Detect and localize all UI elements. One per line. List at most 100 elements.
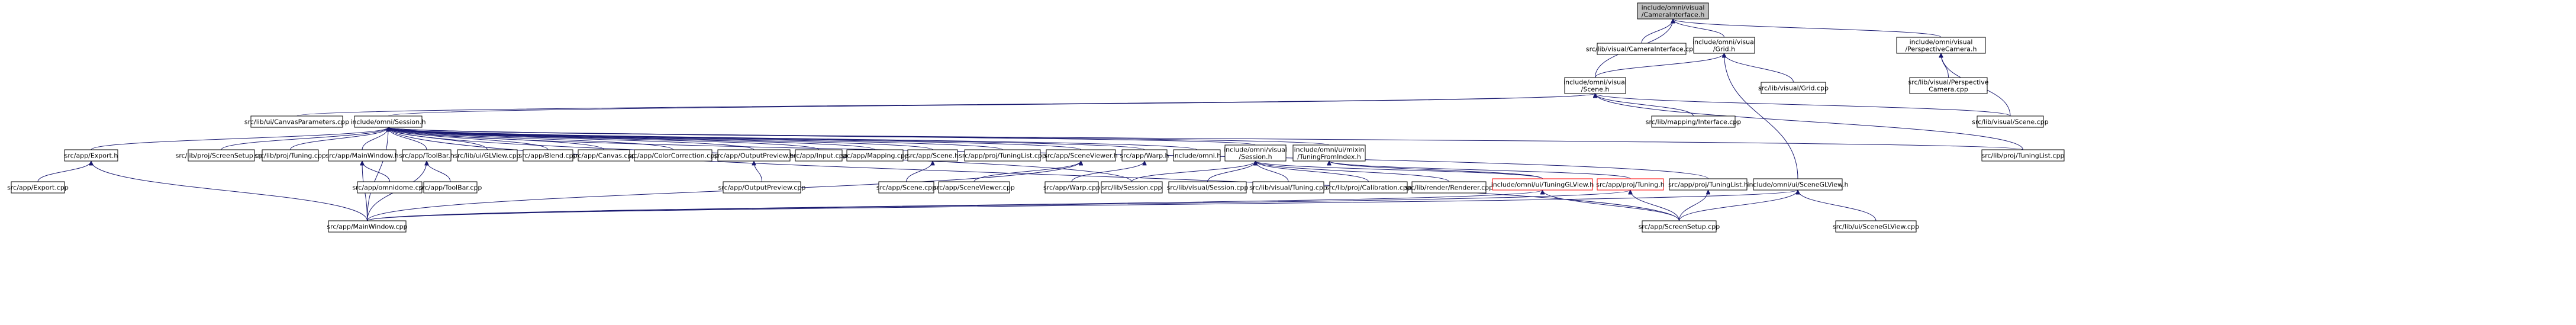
edge-screen_setup_cpp_app-to-session_h <box>388 127 1679 221</box>
node-visual-tuning-cpp[interactable]: src/lib/visual/Tuning.cpp <box>1249 181 1327 194</box>
node-session-h[interactable]: include/omni/Session.h <box>350 115 426 128</box>
node-label: src/lib/mapping/Interface.cpp <box>1646 118 1741 126</box>
edge-app_scene_cpp-to-app_scene_h <box>906 161 933 182</box>
node-app-scene-cpp[interactable]: src/app/Scene.cpp <box>876 181 936 194</box>
node-color-correction-cpp[interactable]: src/app/ColorCorrection.cpp <box>628 149 718 162</box>
node-calibration-cpp[interactable]: src/lib/proj/Calibration.cpp <box>1326 181 1411 194</box>
node-toolbar-h[interactable]: src/app/ToolBar.h <box>399 149 454 162</box>
node-box <box>795 149 843 162</box>
node-label: src/lib/proj/Tuning.cpp <box>254 152 326 160</box>
graph-nodes: include/omni/visual/CameraInterface.h src… <box>7 2 2065 233</box>
edge-main_window_cpp-to-app_tuning_h <box>367 190 1631 221</box>
node-visual-session-h[interactable]: include/omni/visual/Session.h <box>1224 144 1287 162</box>
node-grid-cpp[interactable]: src/lib/visual/Grid.cpp <box>1758 82 1829 94</box>
node-gl-view-cpp[interactable]: src/lib/ui/GLView.cpp <box>454 149 521 162</box>
node-perspective-camera-cpp[interactable]: src/lib/visual/PerspectiveCamera.cpp <box>1908 77 1989 94</box>
node-output-preview-cpp[interactable]: src/app/OutputPreview.cpp <box>718 181 806 194</box>
node-visual-scene-cpp[interactable]: src/lib/visual/Scene.cpp <box>1972 115 2049 128</box>
node-box <box>11 181 65 194</box>
node-input-cpp[interactable]: src/app/Input.cpp <box>790 149 847 162</box>
node-label: src/app/SceneViewer.h <box>1044 152 1118 160</box>
node-box <box>1651 115 1736 128</box>
node-tuning-list-cpp-lib[interactable]: src/app/proj/TuningList.cpp <box>959 149 1046 162</box>
node-export-cpp[interactable]: src/app/Export.cpp <box>7 181 69 194</box>
node-tuning-cpp-lib[interactable]: src/lib/proj/Tuning.cpp <box>254 149 326 162</box>
dependency-edges <box>37 19 2023 221</box>
node-label: src/lib/visual/Scene.cpp <box>1972 118 2048 126</box>
node-box <box>357 181 423 194</box>
node-scene-gl-view-cpp[interactable]: src/lib/ui/SceneGLView.cpp <box>1833 220 1919 233</box>
node-label: src/app/Scene.h <box>907 152 959 160</box>
node-scene-viewer-h[interactable]: src/app/SceneViewer.h <box>1044 149 1118 162</box>
node-warp-h[interactable]: src/app/Warp.h <box>1120 149 1169 162</box>
node-warp-cpp[interactable]: src/app/Warp.cpp <box>1043 181 1100 194</box>
node-box <box>188 149 255 162</box>
edge-session_h-to-scene_h <box>388 94 1595 117</box>
node-tuning-from-index-h[interactable]: include/omni/ui/mixin/TuningFromIndex.h <box>1292 144 1366 162</box>
node-scene-gl-view-h[interactable]: include/omni/ui/SceneGLView.h <box>1747 178 1849 191</box>
node-omnidome-cpp[interactable]: src/app/omnidome.cpp <box>352 181 427 194</box>
edge-output_preview_cpp-to-output_preview_h <box>754 161 762 182</box>
node-box <box>964 149 1041 162</box>
edge-main_window_cpp-to-session_h <box>367 127 389 221</box>
node-mapping-interface-cpp[interactable]: src/lib/mapping/Interface.cpp <box>1646 115 1741 128</box>
node-output-preview-h[interactable]: src/app/OutputPreview.h <box>714 149 794 162</box>
node-label: include/omni.h <box>1173 152 1221 160</box>
node-label: src/app/ScreenSetup.cpp <box>1639 223 1720 231</box>
node-app-scene-h[interactable]: src/app/Scene.h <box>907 149 959 162</box>
node-tuning-gl-view-h[interactable]: include/omni/ui/TuningGLView.h <box>1491 178 1594 191</box>
node-mapping-cpp[interactable]: src/app/Mapping.cpp <box>841 149 909 162</box>
node-perspective-camera-h[interactable]: include/omni/visual/PerspectiveCamera.h <box>1896 37 1986 54</box>
node-label: src/lib/ui/CanvasParameters.cpp <box>244 118 349 126</box>
node-label: src/lib/ui/GLView.cpp <box>454 152 520 160</box>
node-canvas-cpp[interactable]: src/app/Canvas.cpp <box>572 149 636 162</box>
node-label: /Session.h <box>1239 153 1272 161</box>
node-app-tuning-h[interactable]: src/app/proj/Tuning.h <box>1596 178 1665 191</box>
node-app-tuning-list-h[interactable]: src/app/proj/TuningList.h <box>1668 178 1748 191</box>
node-renderer-cpp[interactable]: src/lib/render/Renderer.cpp <box>1405 181 1493 194</box>
edge-screen_setup_cpp_app-to-app_tuning_h <box>1630 190 1679 221</box>
node-scene-h[interactable]: include/omni/visual/Scene.h <box>1563 77 1627 94</box>
node-main-window-cpp[interactable]: src/app/MainWindow.cpp <box>327 220 408 233</box>
node-label: include/omni/visual <box>1642 4 1705 12</box>
node-label: src/lib/visual/CameraInterface.cpp <box>1586 46 1697 53</box>
node-label: src/app/MainWindow.h <box>325 152 398 160</box>
node-screen-setup-cpp-app[interactable]: src/app/ScreenSetup.cpp <box>1639 220 1720 233</box>
node-camera-interface-h[interactable]: include/omni/visual/CameraInterface.h <box>1637 2 1709 20</box>
node-label: /Grid.h <box>1713 46 1735 53</box>
edge-screen_setup_cpp_app-to-tuning_gl_view_h <box>1543 190 1679 221</box>
node-session-cpp[interactable]: src/lib/Session.cpp <box>1101 181 1163 194</box>
edge-output_preview_h-to-session_h <box>388 127 755 150</box>
node-label: src/lib/visual/Grid.cpp <box>1758 85 1829 92</box>
node-label: /TuningFromIndex.h <box>1297 153 1361 161</box>
node-toolbar-cpp[interactable]: src/app/ToolBar.cpp <box>419 181 482 194</box>
edge-screen_setup_cpp_lib-to-session_h <box>221 127 388 150</box>
node-box <box>64 149 118 162</box>
node-box <box>1761 82 1826 94</box>
node-scene-viewer-cpp[interactable]: src/app/SceneViewer.cpp <box>933 181 1015 194</box>
node-box <box>1981 149 2065 162</box>
node-screen-setup-cpp-lib[interactable]: src/lib/proj/ScreenSetup.cpp <box>176 149 267 162</box>
node-label: src/app/OutputPreview.h <box>714 152 794 160</box>
node-main-window-h[interactable]: src/app/MainWindow.h <box>325 149 399 162</box>
edge-export_cpp-to-export_h <box>37 161 91 182</box>
node-grid-h[interactable]: include/omni/visual/Grid.h <box>1692 37 1756 54</box>
node-camera-interface-cpp[interactable]: src/lib/visual/CameraInterface.cpp <box>1586 43 1697 55</box>
node-box <box>1564 77 1626 94</box>
edge-screen_setup_cpp_app-to-scene_gl_view_h <box>1679 190 1798 221</box>
node-export-h[interactable]: src/app/Export.h <box>64 149 118 162</box>
node-box <box>423 181 478 194</box>
edge-visual_scene_cpp-to-scene_h <box>1595 94 2011 117</box>
node-label: src/app/Export.h <box>65 152 118 160</box>
node-label: include/omni/visual <box>1224 146 1287 154</box>
node-canvas-parameters-cpp[interactable]: src/lib/ui/CanvasParameters.cpp <box>244 115 349 128</box>
node-label: include/omni/ui/mixin <box>1294 146 1365 154</box>
edge-grid_cpp-to-grid_h <box>1724 53 1794 83</box>
edge-visual_session_cpp-to-visual_session_h <box>1207 161 1256 182</box>
node-box <box>578 149 630 162</box>
node-tuning-list-cpp-proj[interactable]: src/lib/proj/TuningList.cpp <box>1981 149 2065 162</box>
node-blend-cpp[interactable]: src/app/Blend.cpp <box>518 149 578 162</box>
node-omni-h[interactable]: include/omni.h <box>1173 149 1221 162</box>
node-visual-session-cpp[interactable]: src/lib/visual/Session.cpp <box>1167 181 1249 194</box>
node-box <box>1173 149 1221 162</box>
